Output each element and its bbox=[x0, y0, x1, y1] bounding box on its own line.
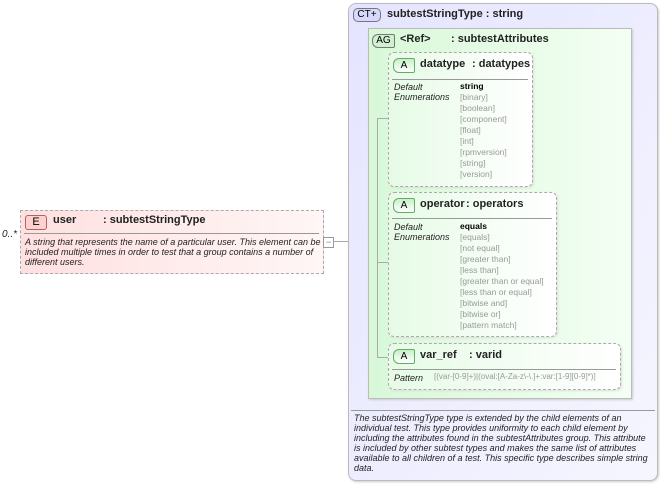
attribute-group-type: : subtestAttributes bbox=[451, 33, 549, 45]
attribute-type: : datatypes bbox=[472, 58, 531, 70]
attribute-var-ref[interactable]: A var_ref : varid Pattern [(var-[0-9]+)|… bbox=[388, 343, 621, 390]
enum-value: [boolean] bbox=[460, 103, 495, 113]
element-name: user bbox=[53, 214, 77, 226]
complex-type-description: The subtestStringType type is extended b… bbox=[354, 413, 648, 473]
enum-value: [binary] bbox=[460, 92, 488, 102]
attribute-type: : operators bbox=[466, 198, 524, 210]
occurrence-label: 0..* bbox=[2, 229, 18, 240]
attribute-badge: A bbox=[393, 198, 415, 213]
enum-value: [bitwise and] bbox=[460, 298, 508, 308]
complex-type-title: subtestStringType : string bbox=[387, 8, 524, 20]
enum-value: [rpmversion] bbox=[460, 147, 507, 157]
collapse-toggle[interactable]: − bbox=[323, 237, 334, 248]
default-value: equals bbox=[460, 221, 487, 231]
attribute-labels: Default Enumerations bbox=[394, 222, 450, 242]
attribute-group-ref: <Ref> bbox=[400, 33, 431, 45]
attribute-type: : varid bbox=[469, 349, 503, 361]
enum-value: [less than or equal] bbox=[460, 287, 532, 297]
enum-value: [version] bbox=[460, 169, 493, 179]
enum-value: [less than] bbox=[460, 265, 499, 275]
element-user[interactable]: E user : subtestStringType A string that… bbox=[20, 210, 324, 274]
attribute-labels: Pattern bbox=[394, 373, 424, 383]
attribute-group-badge: AG bbox=[372, 34, 395, 48]
enum-value: [greater than or equal] bbox=[460, 276, 544, 286]
enum-value: [int] bbox=[460, 136, 474, 146]
enum-value: [float] bbox=[460, 125, 481, 135]
enum-value: [not equal] bbox=[460, 243, 500, 253]
attribute-labels: Default Enumerations bbox=[394, 82, 450, 102]
attribute-badge: A bbox=[393, 58, 415, 73]
pattern-value: [(var-[0-9]+)|(oval:[A-Za-z\-\.]+:var:[1… bbox=[434, 372, 596, 381]
complex-type-badge: CT+ bbox=[353, 8, 381, 22]
enum-value: [greater than] bbox=[460, 254, 511, 264]
element-type: : subtestStringType bbox=[103, 214, 206, 226]
enum-value: [bitwise or] bbox=[460, 309, 501, 319]
attribute-datatype[interactable]: A datatype : datatypes Default Enumerati… bbox=[388, 52, 533, 187]
enum-value: [equals] bbox=[460, 232, 490, 242]
element-description: A string that represents the name of a p… bbox=[25, 237, 321, 267]
element-badge: E bbox=[25, 215, 47, 230]
enum-value: [component] bbox=[460, 114, 507, 124]
attribute-name: datatype bbox=[420, 58, 466, 70]
enum-value: [pattern match] bbox=[460, 320, 517, 330]
enum-value: [string] bbox=[460, 158, 486, 168]
attribute-name: var_ref bbox=[420, 349, 457, 361]
attribute-operator[interactable]: A operator : operators Default Enumerati… bbox=[388, 192, 557, 337]
attribute-name: operator bbox=[420, 198, 465, 210]
attribute-badge: A bbox=[393, 349, 415, 364]
default-value: string bbox=[460, 81, 484, 91]
